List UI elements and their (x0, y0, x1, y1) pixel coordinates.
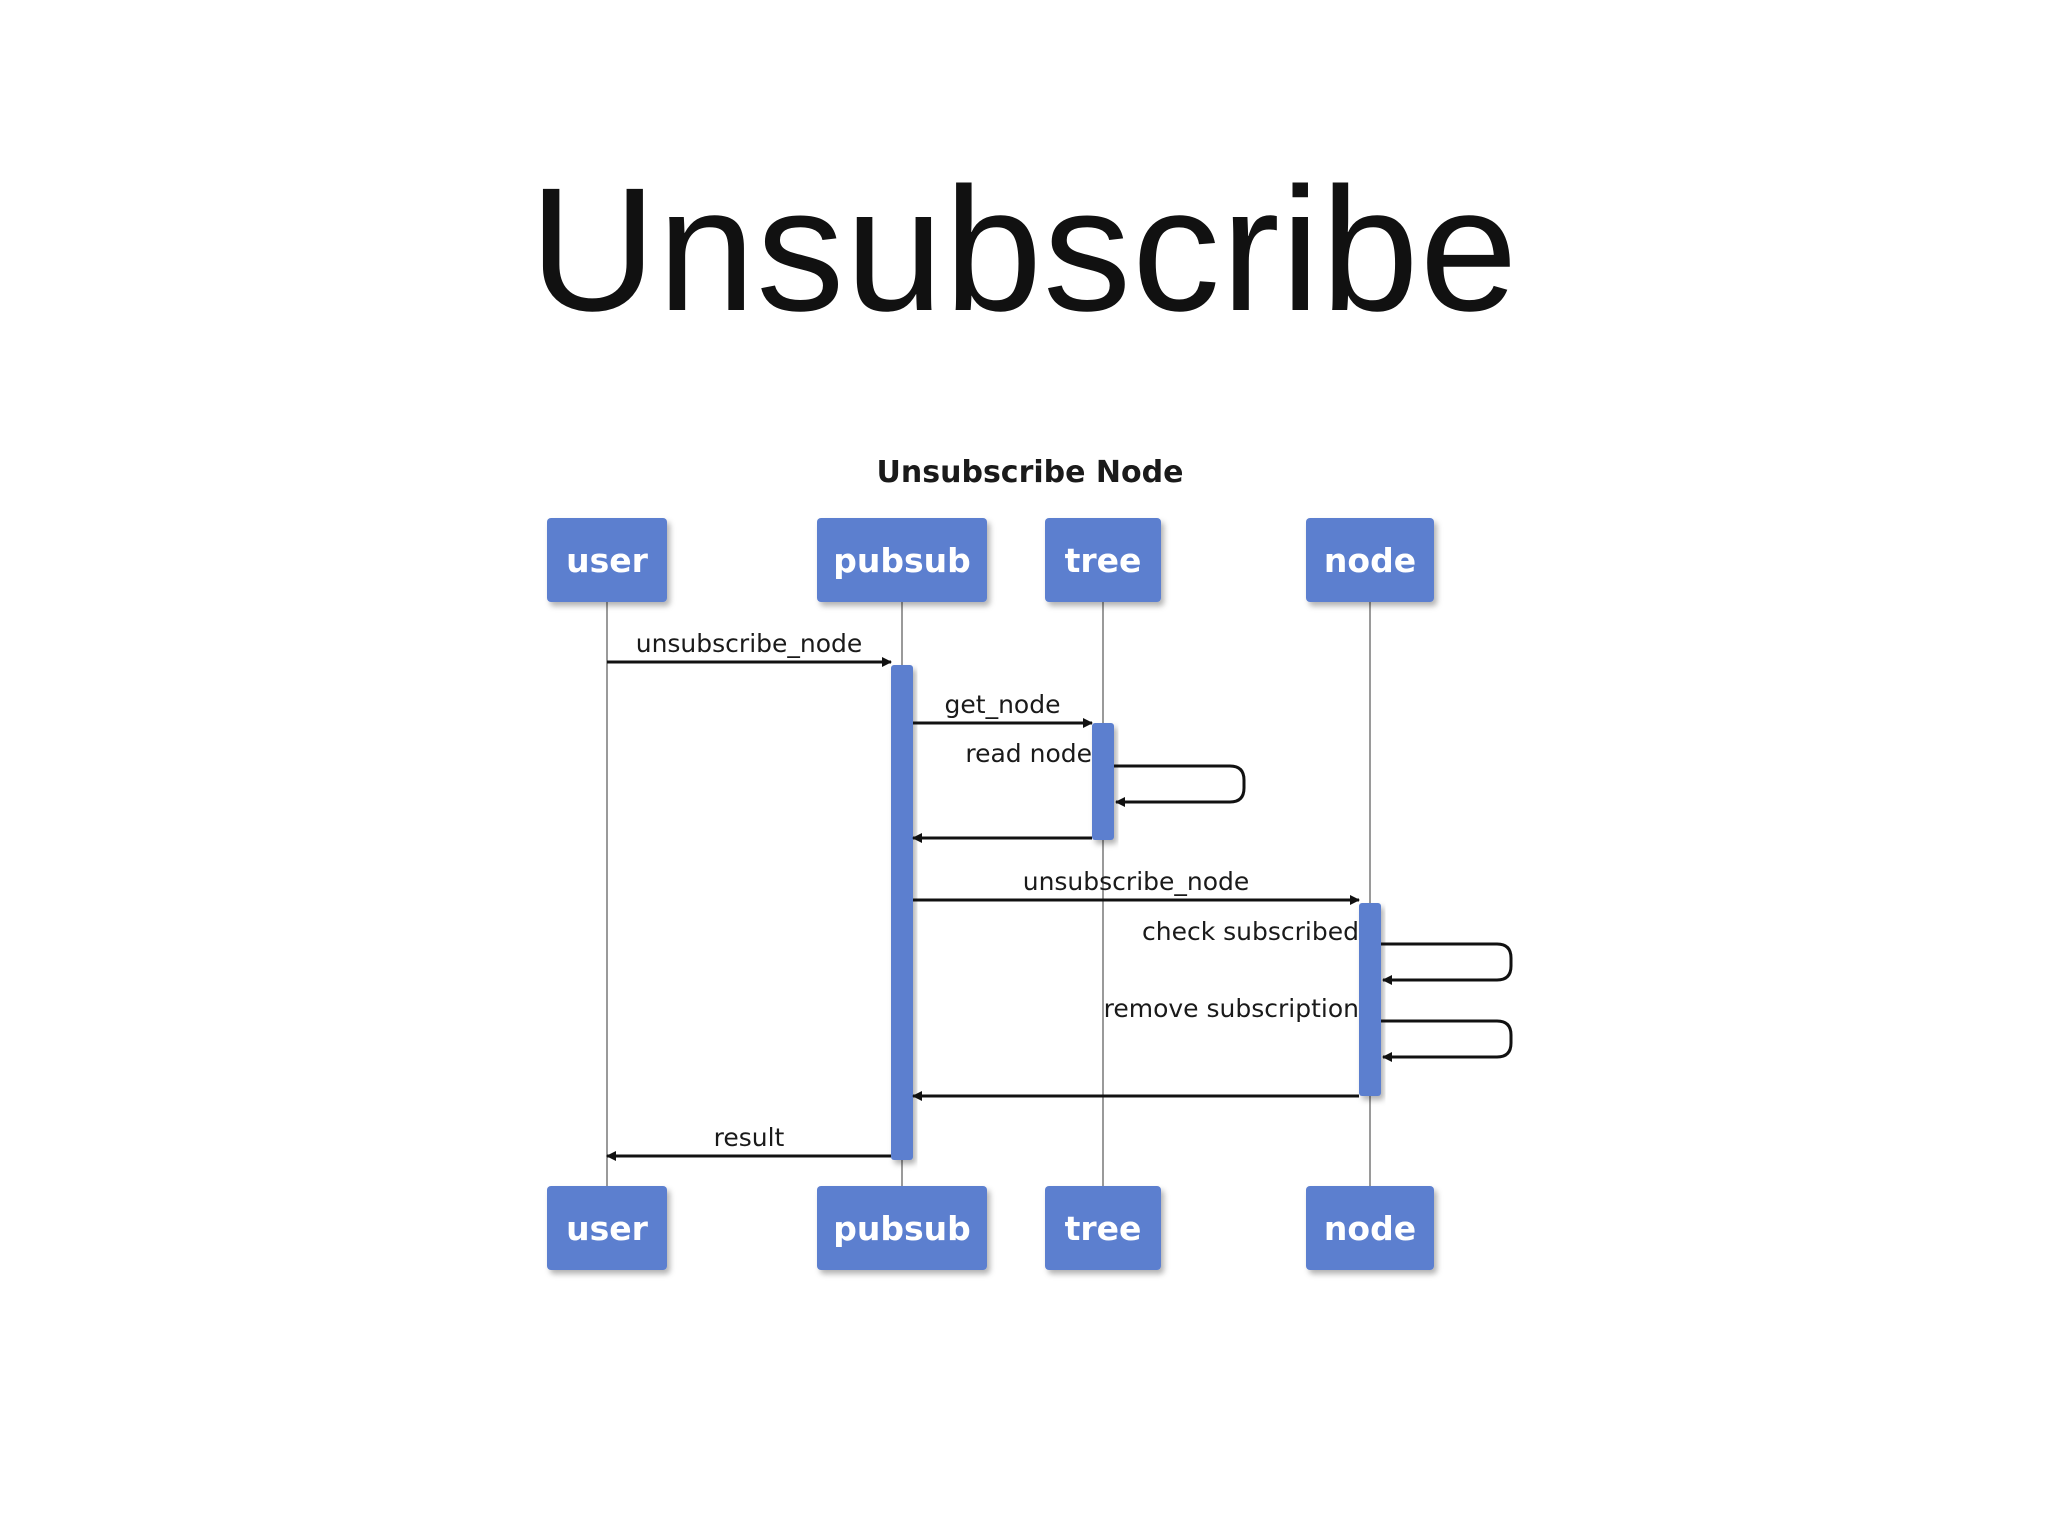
participant-tree-bottom: tree (1045, 1186, 1161, 1270)
message-label: result (714, 1123, 785, 1152)
participant-user-bottom: user (547, 1186, 667, 1270)
participant-label-pubsub: pubsub (833, 1209, 971, 1248)
message-8: result (606, 1123, 891, 1161)
message-6: remove subscription (1104, 994, 1513, 1062)
participant-label-user: user (566, 1209, 649, 1248)
participant-box-user (547, 1186, 667, 1270)
diagram-title: Unsubscribe Node (877, 455, 1184, 490)
participant-boxes: user user pubsub pubsub tree tree node node (547, 518, 1434, 1270)
participant-box-user (547, 518, 667, 602)
activation-bars (891, 665, 1381, 1160)
participant-pubsub-bottom: pubsub (817, 1186, 987, 1270)
message-2: read node (965, 739, 1246, 807)
self-message-arrow (1381, 942, 1513, 985)
participant-box-tree (1045, 518, 1161, 602)
participant-label-pubsub: pubsub (833, 541, 971, 580)
participant-box-pubsub (817, 1186, 987, 1270)
participant-box-tree (1045, 1186, 1161, 1270)
message-label: remove subscription (1104, 994, 1359, 1023)
self-message-arrow (1381, 1019, 1513, 1062)
message-label: read node (965, 739, 1092, 768)
participant-label-tree: tree (1065, 541, 1142, 580)
participant-box-node (1306, 1186, 1434, 1270)
participant-label-tree: tree (1065, 1209, 1142, 1248)
message-label: get_node (945, 690, 1061, 719)
message-0: unsubscribe_node (607, 629, 892, 667)
activation-bar-pubsub (891, 665, 913, 1160)
message-1: get_node (913, 690, 1093, 728)
activation-bar-node (1359, 903, 1381, 1096)
participant-box-node (1306, 518, 1434, 602)
participant-label-node: node (1324, 541, 1416, 580)
participant-node-bottom: node (1306, 1186, 1434, 1270)
slide-title: Unsubscribe (529, 152, 1519, 348)
participant-box-pubsub (817, 518, 987, 602)
participant-label-node: node (1324, 1209, 1416, 1248)
participant-label-user: user (566, 541, 649, 580)
participant-node-top: node (1306, 518, 1434, 602)
participant-user-top: user (547, 518, 667, 602)
message-label: unsubscribe_node (636, 629, 863, 658)
activation-bar-tree (1092, 723, 1114, 840)
participant-tree-top: tree (1045, 518, 1161, 602)
message-label: unsubscribe_node (1023, 867, 1250, 896)
message-label: check subscribed (1142, 917, 1359, 946)
participant-pubsub-top: pubsub (817, 518, 987, 602)
self-message-arrow (1114, 764, 1246, 807)
message-4: unsubscribe_node (913, 867, 1360, 905)
message-5: check subscribed (1142, 917, 1513, 985)
